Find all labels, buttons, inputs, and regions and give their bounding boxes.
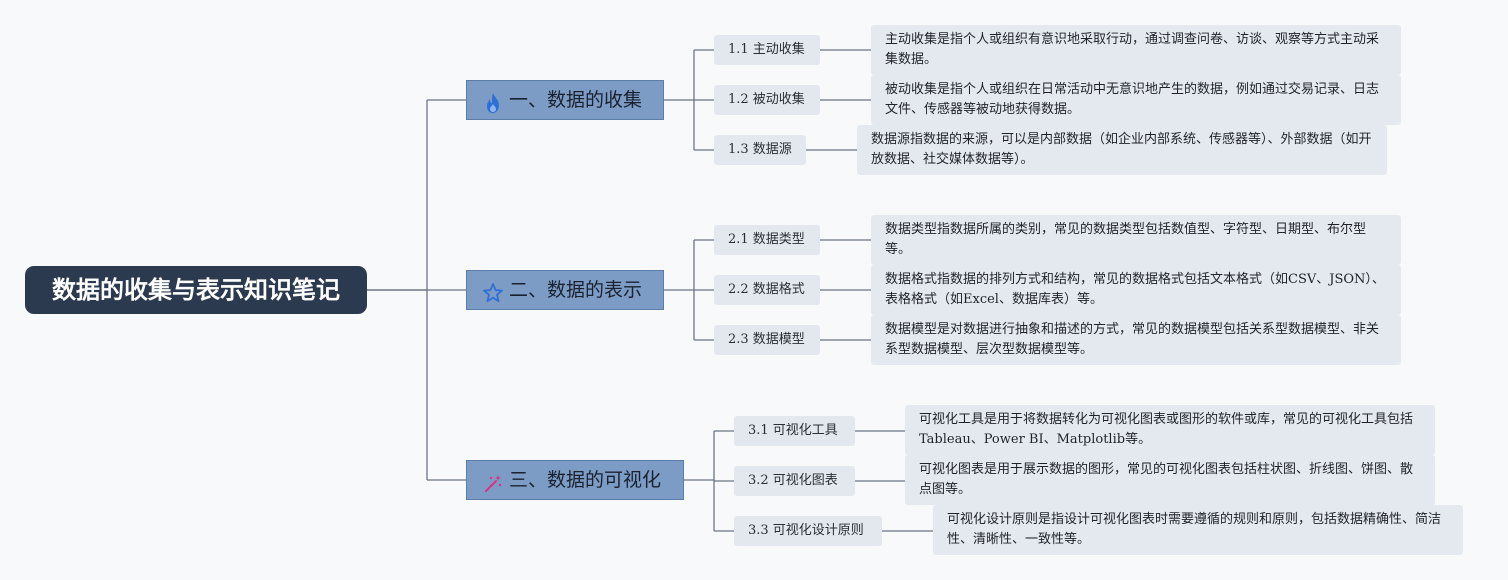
branch-label: 三、数据的可视化 (509, 469, 662, 491)
node-viz-tools[interactable]: 3.1 可视化工具 (734, 416, 855, 446)
node-data-model[interactable]: 2.3 数据模型 (714, 325, 820, 355)
branch-label: 一、数据的收集 (509, 89, 643, 111)
desc-viz-charts: 可视化图表是用于展示数据的图形，常见的可视化图表包括柱状图、折线图、饼图、散点图… (905, 455, 1435, 505)
node-active-collection[interactable]: 1.1 主动收集 (714, 35, 820, 65)
desc-data-type: 数据类型指数据所属的类别，常见的数据类型包括数值型、字符型、日期型、布尔型等。 (871, 215, 1401, 265)
node-passive-collection[interactable]: 1.2 被动收集 (714, 85, 820, 115)
branch-data-collection[interactable]: 一、数据的收集 (466, 80, 664, 120)
desc-viz-design-principles: 可视化设计原则是指设计可视化图表时需要遵循的规则和原则，包括数据精确性、简洁性、… (933, 505, 1463, 555)
desc-data-model: 数据模型是对数据进行抽象和描述的方式，常见的数据模型包括关系型数据模型、非关系型… (871, 315, 1401, 365)
magic-wand-icon (483, 469, 503, 492)
node-data-format[interactable]: 2.2 数据格式 (714, 275, 820, 305)
star-icon (483, 279, 503, 303)
branch-label: 二、数据的表示 (509, 279, 643, 301)
desc-data-format: 数据格式指数据的排列方式和结构，常见的数据格式包括文本格式（如CSV、JSON）… (871, 265, 1401, 315)
fire-icon (483, 89, 503, 113)
branch-data-visualization[interactable]: 三、数据的可视化 (466, 460, 684, 500)
node-viz-design-principles[interactable]: 3.3 可视化设计原则 (734, 516, 882, 546)
branch-data-representation[interactable]: 二、数据的表示 (466, 270, 664, 310)
desc-viz-tools: 可视化工具是用于将数据转化为可视化图表或图形的软件或库，常见的可视化工具包括Ta… (905, 405, 1435, 455)
node-viz-charts[interactable]: 3.2 可视化图表 (734, 466, 855, 496)
desc-active-collection: 主动收集是指个人或组织有意识地采取行动，通过调查问卷、访谈、观察等方式主动采集数… (871, 25, 1401, 75)
desc-passive-collection: 被动收集是指个人或组织在日常活动中无意识地产生的数据，例如通过交易记录、日志文件… (871, 75, 1401, 125)
desc-data-source: 数据源指数据的来源，可以是内部数据（如企业内部系统、传感器等）、外部数据（如开放… (857, 125, 1387, 175)
node-data-source[interactable]: 1.3 数据源 (714, 135, 806, 165)
root-topic[interactable]: 数据的收集与表示知识笔记 (25, 266, 367, 314)
node-data-type[interactable]: 2.1 数据类型 (714, 225, 820, 255)
